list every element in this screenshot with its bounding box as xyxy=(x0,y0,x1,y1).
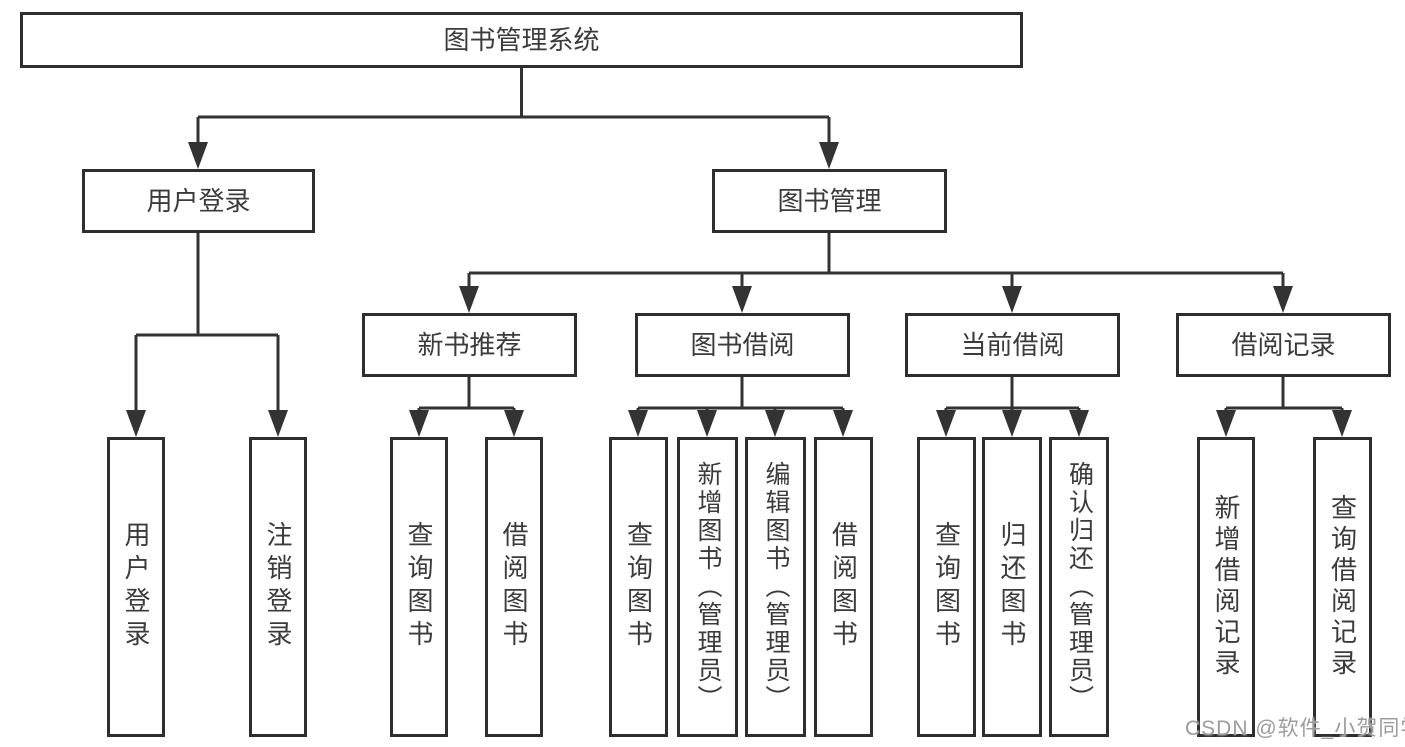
node-borrowing-records: 借阅记录 xyxy=(1176,313,1391,377)
arrow-down-icon xyxy=(459,286,479,313)
node-user-login: 用户登录 xyxy=(82,169,315,233)
arrow-down-icon xyxy=(409,410,429,437)
node-book-management: 图书管理 xyxy=(712,169,947,233)
node-book-borrowing: 图书借阅 xyxy=(635,313,850,377)
leaf-borrow-books-borrowing: 借阅图书 xyxy=(814,437,873,737)
arrow-down-icon xyxy=(1216,410,1236,437)
arrow-down-icon xyxy=(126,410,146,437)
leaf-query-books-current: 查询图书 xyxy=(917,437,976,737)
branch-user-login xyxy=(134,233,280,412)
arrowheads xyxy=(126,142,1352,437)
leaf-query-books-recommend: 查询图书 xyxy=(390,437,448,737)
branch-current-borrowing xyxy=(944,377,1081,414)
leaf-return-books: 归还图书 xyxy=(982,437,1042,737)
branch-book-management xyxy=(467,233,1285,288)
leaf-query-books-borrowing: 查询图书 xyxy=(609,437,668,737)
arrow-down-icon xyxy=(1002,410,1022,437)
arrow-down-icon xyxy=(697,410,717,437)
branch-new-book-recommend xyxy=(417,377,516,414)
leaf-add-borrow-record: 新增借阅记录 xyxy=(1197,437,1255,737)
branch-book-borrowing xyxy=(636,377,845,414)
arrow-down-icon xyxy=(1332,410,1352,437)
node-new-book-recommend: 新书推荐 xyxy=(362,313,577,377)
leaf-query-borrow-record: 查询借阅记录 xyxy=(1313,437,1372,737)
branch-root xyxy=(196,68,831,144)
leaf-confirm-return-admin: 确认归还（管理员） xyxy=(1049,437,1109,737)
arrow-down-icon xyxy=(936,410,956,437)
arrow-down-icon xyxy=(1002,286,1022,313)
arrow-down-icon xyxy=(1069,410,1089,437)
arrow-down-icon xyxy=(268,410,288,437)
node-current-borrowing: 当前借阅 xyxy=(905,313,1120,377)
branch-borrowing-records xyxy=(1224,377,1344,414)
arrow-down-icon xyxy=(628,410,648,437)
arrow-down-icon xyxy=(833,410,853,437)
leaf-logout-login: 注销登录 xyxy=(249,437,307,737)
arrow-down-icon xyxy=(504,410,524,437)
csdn-watermark: CSDN @软件_小贺同学 xyxy=(1185,717,1405,740)
arrow-down-icon xyxy=(1273,286,1293,313)
leaf-add-books-admin: 新增图书（管理员） xyxy=(677,437,738,737)
arrow-down-icon xyxy=(765,410,785,437)
leaf-edit-books-admin: 编辑图书（管理员） xyxy=(745,437,806,737)
arrow-down-icon xyxy=(819,142,839,169)
arrow-down-icon xyxy=(732,286,752,313)
node-library-system: 图书管理系统 xyxy=(20,12,1023,68)
arrow-down-icon xyxy=(188,142,208,169)
leaf-user-login: 用户登录 xyxy=(107,437,165,737)
leaf-borrow-books-recommend: 借阅图书 xyxy=(485,437,543,737)
